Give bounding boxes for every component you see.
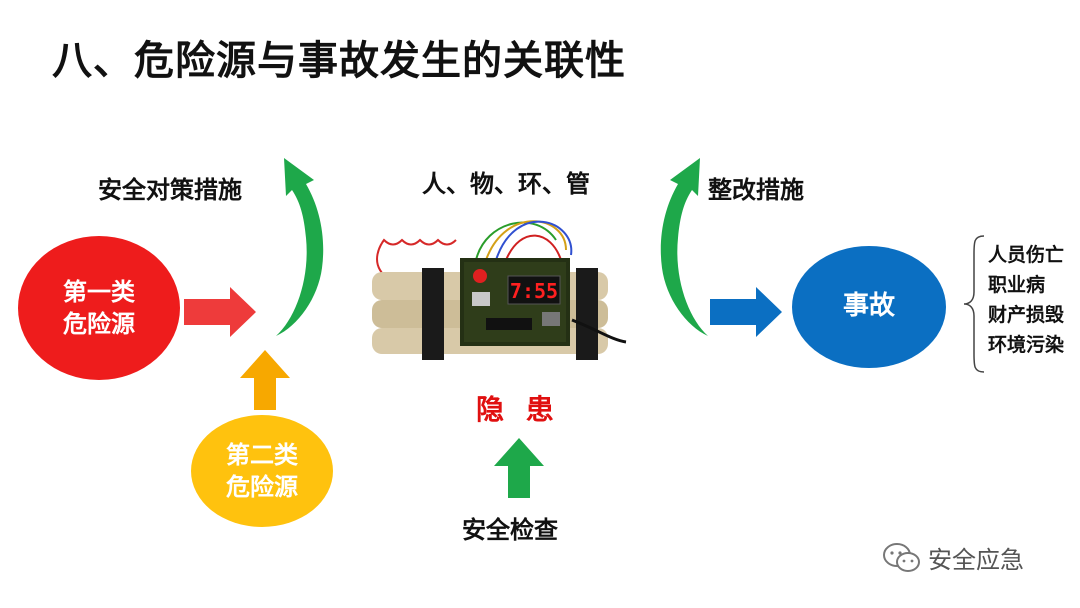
outcome-item: 财产损毁	[988, 304, 1065, 326]
bomb-timer-display: 7:55	[510, 279, 558, 303]
label-safety-measures: 安全对策措施	[98, 176, 242, 204]
page-title: 八、危险源与事故发生的关联性	[52, 38, 626, 84]
node-second-hazard: 第二类 危险源	[191, 415, 333, 527]
label-factors: 人、物、环、管	[422, 170, 590, 198]
watermark: 安全应急	[882, 540, 1024, 575]
outcomes-brace	[963, 235, 985, 373]
arrow-blue-right	[710, 287, 782, 337]
outcome-item: 环境污染	[988, 334, 1065, 356]
arrow-red-right	[184, 287, 256, 337]
arrow-green-up	[494, 438, 544, 498]
node-first-hazard: 第一类 危险源	[18, 236, 180, 380]
bomb-illustration: 7:55	[372, 220, 627, 360]
outcome-item: 职业病	[988, 274, 1046, 296]
node-first-hazard-label: 第一类 危险源	[63, 277, 135, 338]
outcomes-list: 人员伤亡 职业病 财产损毁 环境污染	[988, 240, 1064, 360]
arrow-orange-up	[240, 350, 290, 410]
node-accident: 事故	[792, 246, 946, 368]
node-second-hazard-label: 第二类 危险源	[226, 440, 298, 501]
label-safety-check: 安全检查	[462, 516, 558, 544]
arrow-green-curved-right	[660, 158, 708, 336]
label-rectification: 整改措施	[708, 176, 804, 204]
wechat-icon	[883, 542, 920, 572]
node-hidden-danger: 隐 患	[476, 393, 560, 426]
watermark-text: 安全应急	[928, 546, 1024, 574]
outcome-item: 人员伤亡	[988, 244, 1065, 266]
arrow-green-curved-left	[276, 158, 324, 336]
node-accident-label: 事故	[842, 291, 895, 322]
